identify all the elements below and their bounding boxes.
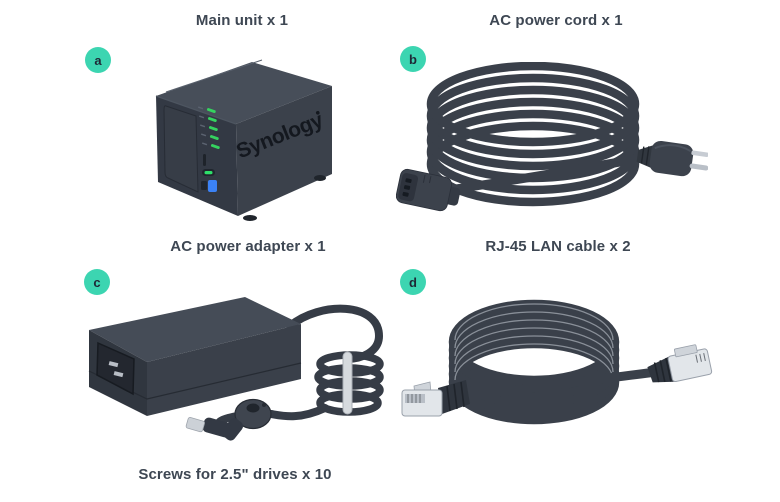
item-title-lan-cable: RJ-45 LAN cable x 2: [485, 238, 631, 255]
dc-plug-tip: [185, 417, 205, 433]
lan-crossing-cable: [455, 367, 661, 403]
adapter-top-face: [89, 297, 301, 362]
nas-usb-led: [208, 180, 217, 192]
ac-power-cord-illustration: [396, 62, 708, 212]
badge-d: d: [400, 269, 426, 295]
main-unit-illustration: Synology: [155, 59, 332, 221]
rj45-lan-cable-illustration: [401, 299, 713, 425]
nas-top-seam: [165, 59, 263, 93]
c14-inlet: [96, 341, 135, 396]
power-cord-crossing-cable: [443, 152, 653, 195]
nas-top-face: [156, 62, 332, 124]
nas-logo-registered-mark: [315, 110, 320, 115]
nas-foot-front: [243, 215, 257, 221]
nas-drive-door: [163, 105, 199, 193]
plug-prong-top: [691, 150, 708, 157]
rj45-connector-left: [401, 380, 470, 417]
lan-coil-highlights: [454, 303, 614, 381]
nas-usb-slot: [203, 154, 206, 166]
c13-connector: [396, 168, 461, 212]
nema-plug: [636, 140, 708, 177]
power-cord-coil: [426, 62, 640, 207]
adapter-cable-loop: [286, 304, 384, 363]
nas-copy-button: [201, 181, 207, 190]
dc-barrel-plug: [185, 417, 244, 441]
item-title-ac-adapter: AC power adapter x 1: [170, 238, 326, 255]
nas-foot-right: [314, 175, 326, 181]
badge-a: a: [85, 47, 111, 73]
adapter-cable-lower: [267, 404, 329, 421]
ac-power-adapter-illustration: [88, 297, 384, 441]
ferrite-bead: [234, 398, 272, 430]
nas-side-face: [236, 86, 332, 216]
plug-prong-bottom: [689, 163, 708, 171]
nas-led-labels: [197, 106, 208, 146]
cable-clip: [342, 351, 353, 415]
rj45-connector-right: [647, 344, 713, 383]
lan-cable-coil: [448, 299, 620, 425]
nas-status-leds: [206, 108, 220, 150]
item-title-main-unit: Main unit x 1: [195, 12, 289, 29]
item-title-screws: Screws for 2.5" drives x 10: [138, 466, 332, 483]
nas-power-led: [204, 171, 213, 175]
item-title-ac-power-cord: AC power cord x 1: [489, 12, 623, 29]
badge-c: c: [84, 269, 110, 295]
nas-front-edge-highlight: [155, 95, 237, 125]
c14-pins: [108, 361, 124, 378]
adapter-front-face: [147, 324, 301, 416]
badge-b: b: [400, 46, 426, 72]
